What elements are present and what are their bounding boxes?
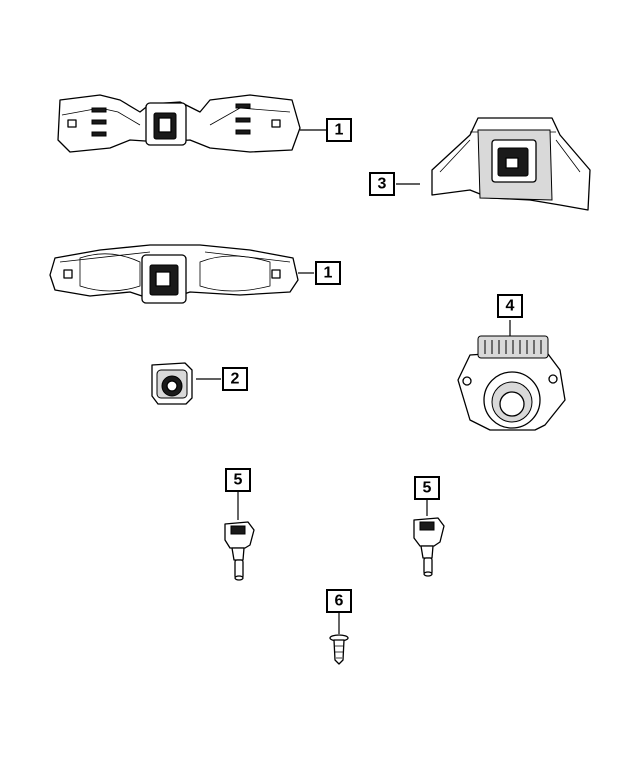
callout-4: 4 bbox=[497, 294, 523, 318]
callout-6: 6 bbox=[326, 589, 352, 613]
callout-1-upper: 1 bbox=[326, 118, 352, 142]
callout-label-3: 3 bbox=[378, 176, 387, 193]
callout-2: 2 bbox=[222, 367, 248, 391]
callout-label-6: 6 bbox=[335, 593, 344, 610]
callout-label-5-left: 5 bbox=[234, 472, 243, 489]
washer-nozzle-right bbox=[413, 517, 445, 577]
washer-nozzle-left bbox=[224, 521, 255, 581]
callout-label-5-right: 5 bbox=[423, 480, 432, 497]
camera-bracket-upper bbox=[57, 94, 301, 153]
callout-1-lower: 1 bbox=[315, 261, 341, 285]
callout-label-1-upper: 1 bbox=[335, 122, 344, 139]
camera-bracket-lower bbox=[49, 244, 299, 304]
camera-housing bbox=[431, 117, 591, 211]
callout-label-1-lower: 1 bbox=[324, 265, 333, 282]
push-pin-fastener bbox=[329, 634, 349, 665]
callout-label-2: 2 bbox=[231, 371, 240, 388]
callout-label-4: 4 bbox=[506, 298, 515, 315]
front-camera-module bbox=[457, 335, 566, 431]
callout-5-right: 5 bbox=[414, 476, 440, 500]
callout-5-left: 5 bbox=[225, 468, 251, 492]
rear-camera bbox=[151, 362, 193, 405]
callout-3: 3 bbox=[369, 172, 395, 196]
